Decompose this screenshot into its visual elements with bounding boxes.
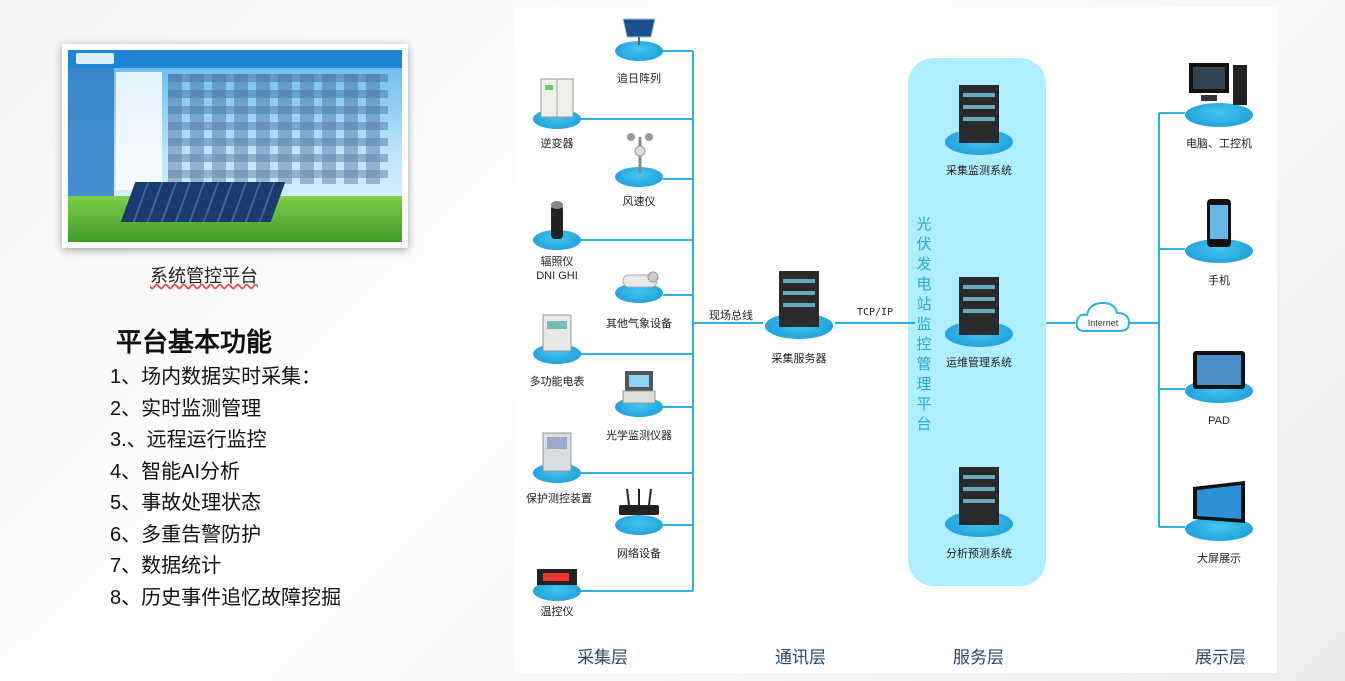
function-item: 3.、远程运行监控	[110, 429, 267, 451]
screenshot-image	[68, 50, 402, 242]
platform-title: 光伏发电站监控管理平台	[916, 216, 932, 433]
device-label: 网络设备	[617, 548, 661, 560]
system-label: 运维管理系统	[946, 357, 1012, 369]
optical-instrument-icon	[622, 371, 656, 404]
logo-icon	[76, 53, 114, 64]
device-disc	[615, 515, 663, 535]
weather-sensor-icon	[622, 271, 659, 288]
solar-panel-image	[120, 182, 286, 222]
device-label: 其他气象设备	[606, 318, 672, 330]
function-item: 5、事故处理状态	[110, 492, 262, 514]
display-label: 手机	[1208, 275, 1230, 287]
screenshot-caption: 系统管控平台	[150, 266, 258, 286]
function-item: 1、场内数据实时采集：	[110, 366, 322, 388]
device-label: 逆变器	[540, 138, 574, 150]
screenshot-device-grid	[168, 74, 388, 184]
protocol-label: TCP/IP	[856, 307, 894, 318]
platform-screenshot	[62, 44, 408, 248]
phone-icon	[1207, 199, 1231, 247]
display-label: PAD	[1208, 415, 1230, 427]
screenshot-panel	[116, 72, 162, 190]
device-label: 风速仪	[622, 196, 656, 208]
functions-title: 平台基本功能	[116, 327, 273, 357]
solar-tracker-icon	[622, 18, 656, 45]
device-label: 保护测控装置	[526, 493, 592, 505]
layer-label-service: 服务层	[953, 648, 1004, 667]
device-label: 辐照仪 DNI GHI	[536, 256, 578, 282]
anemometer-icon	[627, 133, 653, 173]
temperature-controller-icon	[537, 569, 577, 585]
device-label: 温控仪	[540, 606, 574, 618]
device-disc	[615, 41, 663, 61]
protection-device-icon	[542, 432, 572, 472]
function-item: 2、实时监测管理	[110, 397, 262, 420]
inverter-icon	[540, 78, 574, 118]
pyranometer-icon	[551, 201, 563, 239]
system-label: 分析预测系统	[946, 548, 1012, 560]
device-label: 追日阵列	[617, 73, 661, 85]
device-disc	[533, 581, 581, 601]
layer-label-display: 展示层	[1195, 648, 1246, 667]
device-disc	[533, 230, 581, 250]
router-icon	[619, 489, 659, 515]
display-label: 电脑、工控机	[1186, 138, 1252, 150]
connection-lines	[577, 50, 1185, 592]
power-meter-icon	[542, 314, 572, 352]
large-screen-icon	[1193, 481, 1245, 523]
functions-list: 1、场内数据实时采集： 2、实时监测管理 3.、远程运行监控 4、智能AI分析 …	[110, 362, 341, 614]
function-item: 6、多重告警防护	[110, 523, 262, 546]
device-label: 多功能电表	[529, 376, 585, 388]
display-disc	[1185, 103, 1253, 127]
device-disc	[615, 283, 663, 303]
tablet-icon	[1193, 351, 1245, 389]
layer-label-communication: 通讯层	[775, 648, 826, 667]
layer-label-collection: 采集层	[577, 648, 628, 667]
collection-server-icon	[779, 271, 819, 327]
architecture-diagram: 追日阵列 风速仪 其他气象设备 光学监测仪器 网络设备 逆变器 辐照仪 DNI …	[515, 7, 1277, 673]
display-label: 大屏展示	[1197, 553, 1241, 565]
function-item: 7、数据统计	[110, 555, 222, 577]
computer-icon	[1189, 63, 1247, 105]
device-label: 光学监测仪器	[606, 430, 672, 442]
internet-label: Internet	[1087, 318, 1119, 328]
function-item: 8、历史事件追忆故障挖掘	[110, 586, 342, 609]
analysis-server-icon	[959, 467, 999, 525]
server-label: 采集服务器	[771, 353, 827, 365]
system-label: 采集监测系统	[946, 165, 1012, 177]
device-disc	[615, 167, 663, 187]
cloud-icon	[1075, 301, 1131, 332]
operations-server-icon	[959, 277, 999, 335]
monitoring-server-icon	[959, 85, 999, 143]
function-item: 4、智能AI分析	[110, 460, 241, 483]
fieldbus-label: 现场总线	[709, 310, 753, 322]
screenshot-header	[68, 50, 402, 68]
